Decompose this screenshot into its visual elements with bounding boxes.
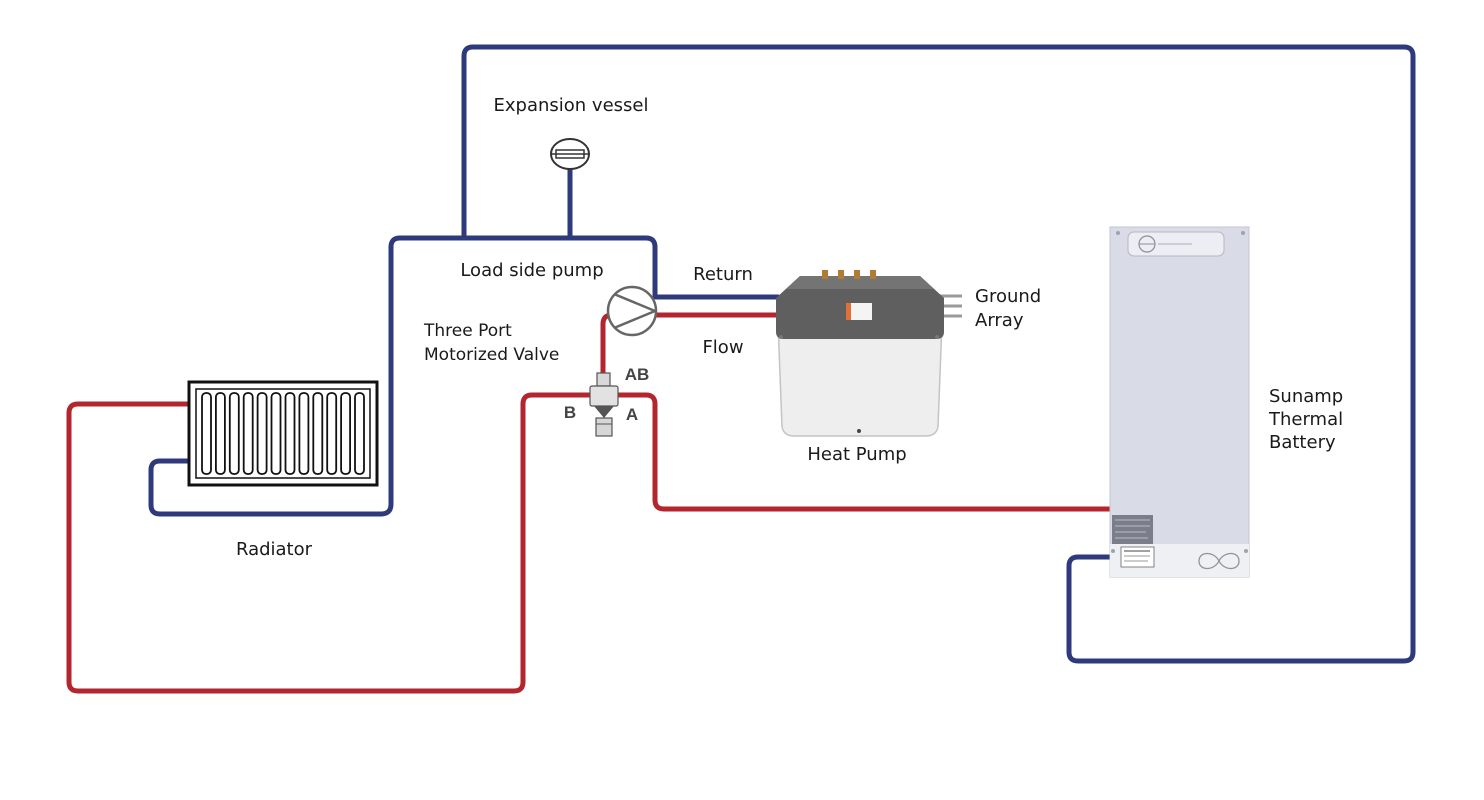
- thermal-battery-label-line1: Sunamp: [1269, 386, 1343, 407]
- radiator-fins: [201, 392, 365, 475]
- ground-array-label-line2: Array: [975, 310, 1024, 331]
- return-pipes: [148, 44, 1416, 664]
- radiator-return-pipe: [148, 235, 781, 517]
- radiator-fin: [270, 392, 282, 475]
- radiator-fin: [354, 392, 365, 475]
- thermal-battery-label-line3: Battery: [1269, 432, 1336, 453]
- heat-pump-label: Heat Pump: [807, 444, 906, 465]
- three-port-valve-label-line1: Three Port: [423, 321, 512, 341]
- valve-port-a-label: A: [626, 405, 638, 424]
- load-side-pump-label: Load side pump: [460, 260, 603, 281]
- radiator-flow-pipe: [66, 392, 595, 694]
- radiator-fin: [201, 392, 212, 475]
- radiator-fin: [312, 392, 324, 475]
- radiator-fin: [326, 392, 338, 475]
- three-port-valve-label-line2: Motorized Valve: [424, 345, 559, 365]
- radiator-fin: [256, 392, 268, 475]
- thermal-battery-label-line2: Thermal: [1268, 409, 1343, 430]
- heat-pump: [776, 270, 962, 437]
- radiator-fin: [228, 392, 240, 475]
- ground-array-label-line1: Ground: [975, 286, 1041, 307]
- valve-port-b-label: B: [564, 403, 576, 422]
- top-loop-return-pipe: [461, 44, 1416, 664]
- thermal-battery: [1109, 226, 1250, 578]
- radiator-label: Radiator: [236, 539, 313, 560]
- return-label: Return: [693, 264, 753, 285]
- radiator-fin: [284, 392, 296, 475]
- expansion-vessel: [550, 138, 590, 170]
- flow-label: Flow: [702, 337, 743, 358]
- expansion-vessel-label: Expansion vessel: [494, 95, 649, 116]
- radiator-fin: [298, 392, 310, 475]
- radiator: [187, 380, 379, 487]
- valve-port-ab-label: AB: [625, 365, 650, 384]
- radiator-fin: [214, 392, 226, 475]
- battery-flow-pipe: [615, 392, 1115, 512]
- flow-pipes: [66, 312, 1115, 694]
- load-side-pump: [606, 285, 658, 337]
- three-port-valve: [589, 372, 619, 437]
- radiator-fin: [340, 392, 352, 475]
- radiator-fin: [242, 392, 254, 475]
